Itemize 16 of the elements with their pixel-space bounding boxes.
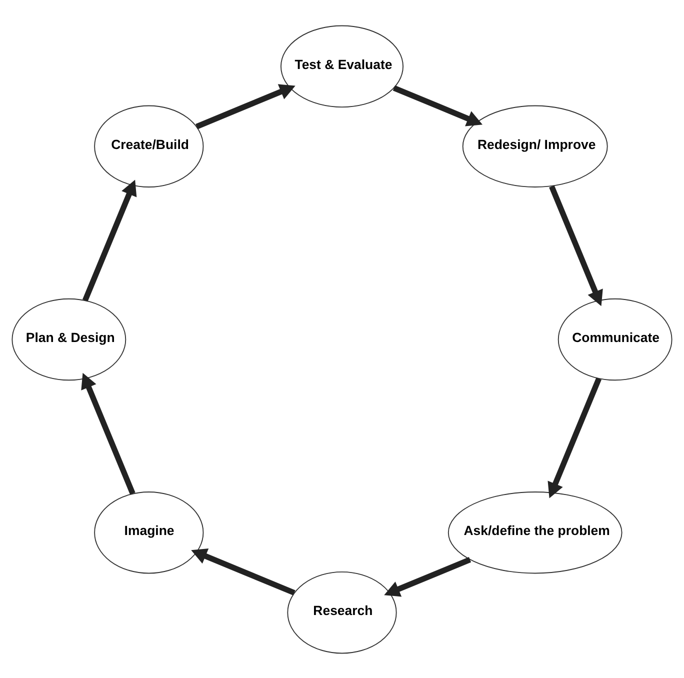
arrow (549, 184, 603, 306)
arrow (196, 84, 296, 129)
arrow (81, 372, 136, 494)
node-ellipse: Communicate (558, 298, 672, 380)
node-ellipse: Research (287, 570, 397, 654)
node-ellipse: Test & Evaluate (280, 24, 404, 108)
arrow (548, 376, 602, 498)
arrow (82, 179, 137, 301)
arrow (392, 84, 482, 126)
node-ellipse: Plan & Design (12, 298, 126, 380)
node-ellipse: Imagine (94, 491, 204, 574)
node-ellipse: Ask/define the problem (448, 491, 622, 574)
arrow (191, 548, 296, 595)
node-ellipse: Create/Build (94, 104, 204, 187)
arrow (384, 556, 472, 596)
node-ellipse: Redesign/ Improve (462, 104, 608, 187)
